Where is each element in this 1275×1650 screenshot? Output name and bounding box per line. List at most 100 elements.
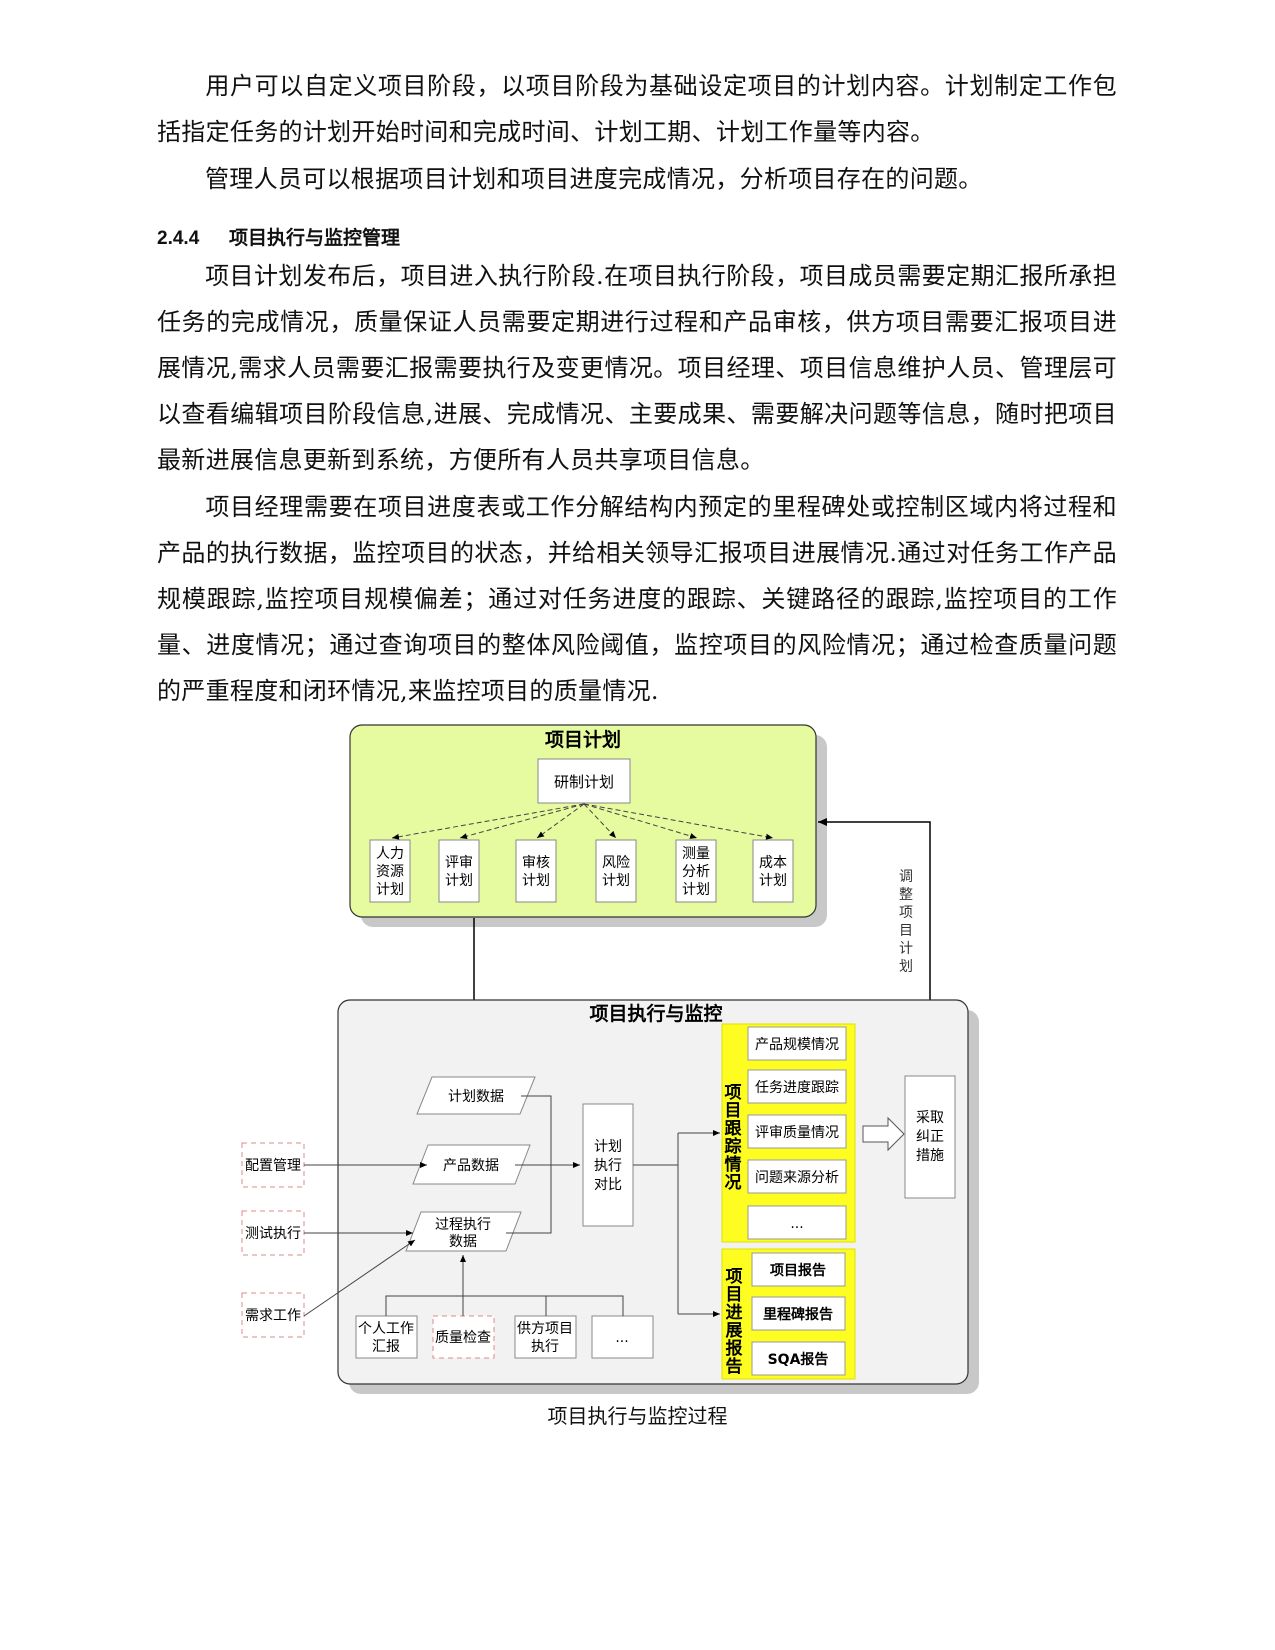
body-paragraph-1: 项目计划发布后，项目进入执行阶段.在项目执行阶段，项目成员需要定期汇报所承担任务…	[157, 262, 1117, 474]
compare-to-outputs-lines	[633, 1130, 720, 1317]
tracking-item: 任务进度跟踪	[747, 1069, 847, 1104]
hollow-arrow-icon	[862, 1116, 905, 1152]
corrective-label-3: 措施	[916, 1148, 944, 1164]
adjust-label-char: 调	[899, 869, 913, 885]
plan-child-label-line-2: 分析	[682, 864, 710, 880]
tracking-item-label: 产品规模情况	[755, 1037, 839, 1053]
report-item-label: 里程碑报告	[763, 1306, 833, 1323]
plan-data-shape: 计划数据	[416, 1076, 536, 1115]
plan-child-label-line-1: 风险	[602, 855, 630, 871]
plan-fan-lines	[391, 803, 774, 840]
report-item-label: SQA报告	[768, 1351, 829, 1368]
tracking-item-label: ...	[790, 1216, 803, 1232]
adjust-label-char: 计	[899, 941, 913, 957]
plan-root-label: 研制计划	[554, 773, 614, 791]
external-input-label: 需求工作	[245, 1308, 301, 1324]
tracking-label-char: 情	[725, 1154, 742, 1175]
external-input-box: 测试执行	[241, 1210, 305, 1256]
external-input-label: 配置管理	[245, 1158, 301, 1174]
plan-data-label: 计划数据	[448, 1089, 504, 1105]
plan-child-label-line-1: 人力	[376, 846, 404, 862]
report-item: 里程碑报告	[751, 1296, 846, 1331]
report-item-label: 项目报告	[770, 1262, 826, 1279]
tracking-label-char: 跟	[725, 1119, 743, 1139]
compare-label-1: 计划	[594, 1139, 622, 1155]
corrective-action-box: 采取 纠正 措施	[904, 1075, 956, 1199]
corrective-label-1: 采取	[916, 1110, 944, 1126]
report-label-char: 展	[726, 1321, 743, 1341]
process-data-label-line2: 数据	[449, 1234, 477, 1250]
process-data-label-line1: 过程执行	[435, 1217, 491, 1233]
compare-box: 计划 执行 对比	[582, 1103, 634, 1227]
plan-child-label-line-2: 计划	[522, 873, 550, 889]
adjust-plan-arrow	[818, 818, 931, 1076]
tracking-label-char: 况	[725, 1173, 742, 1193]
plan-title: 项目计划	[545, 728, 621, 751]
bottom-input-label-line-1: 个人工作	[358, 1321, 414, 1337]
execution-title: 项目执行与监控	[589, 1002, 722, 1025]
external-input-box: 需求工作	[241, 1292, 305, 1338]
compare-label-3: 对比	[594, 1177, 622, 1193]
figure-caption: 项目执行与监控过程	[547, 1404, 728, 1428]
plan-child-label-line-2: 计划	[602, 873, 630, 889]
intro-paragraph-1: 用户可以自定义项目阶段，以项目阶段为基础设定项目的计划内容。计划制定工作包括指定…	[157, 72, 1117, 146]
external-input-arrows	[303, 1162, 427, 1317]
adjust-label-char: 整	[899, 887, 913, 903]
corrective-label-2: 纠正	[916, 1129, 944, 1145]
compare-label-2: 执行	[594, 1158, 622, 1174]
plan-child-label-line-1: 评审	[445, 855, 473, 871]
adjust-label-char: 项	[899, 905, 913, 921]
report-label-char: 报	[726, 1338, 743, 1359]
report-label-char: 进	[726, 1303, 743, 1323]
external-input-label: 测试执行	[245, 1226, 301, 1242]
tracking-items: 产品规模情况任务进度跟踪评审质量情况问题来源分析...	[747, 1026, 847, 1240]
report-item: 项目报告	[751, 1252, 846, 1287]
bottom-input-box: 质量检查	[432, 1315, 495, 1359]
tracking-item-label: 任务进度跟踪	[755, 1080, 839, 1096]
plan-child-label-line-3: 计划	[682, 882, 710, 898]
external-input-box: 配置管理	[241, 1142, 305, 1188]
tracking-label-char: 踪	[725, 1136, 742, 1157]
plan-child-label-line-2: 资源	[376, 864, 404, 880]
tracking-item-label: 评审质量情况	[755, 1125, 839, 1141]
bottom-input-box: ...	[591, 1315, 654, 1359]
intro-paragraph-2: 管理人员可以根据项目计划和项目进度完成情况，分析项目存在的问题。	[205, 165, 983, 193]
plan-child-label-line-1: 测量	[682, 846, 710, 862]
plan-root-box: 研制计划	[537, 758, 631, 804]
process-data-shape: 过程执行 数据	[405, 1211, 522, 1252]
bottom-input-label-line-1: 供方项目	[517, 1321, 573, 1337]
adjust-label-char: 目	[899, 923, 913, 939]
bottom-input-label-line-1: 质量检查	[435, 1330, 491, 1346]
bottom-input-label-line-2: 汇报	[372, 1339, 400, 1355]
bottom-input-label-line-2: 执行	[531, 1339, 559, 1355]
plan-child-label-line-1: 审核	[522, 855, 550, 871]
plan-child-label-line-2: 计划	[759, 873, 787, 889]
plan-child-label-line-2: 计划	[445, 873, 473, 889]
report-label-char: 项	[726, 1267, 743, 1287]
plan-child-label-line-3: 计划	[376, 882, 404, 898]
tracking-item: 问题来源分析	[747, 1159, 847, 1194]
plan-child-label-line-1: 成本	[759, 855, 787, 871]
bottom-input-lines	[385, 1255, 624, 1316]
tracking-item-label: 问题来源分析	[755, 1170, 839, 1186]
data-to-compare-lines	[506, 1095, 580, 1234]
report-label-char: 告	[726, 1356, 743, 1377]
adjust-label-char: 划	[899, 959, 913, 975]
report-label-char: 目	[726, 1285, 743, 1305]
